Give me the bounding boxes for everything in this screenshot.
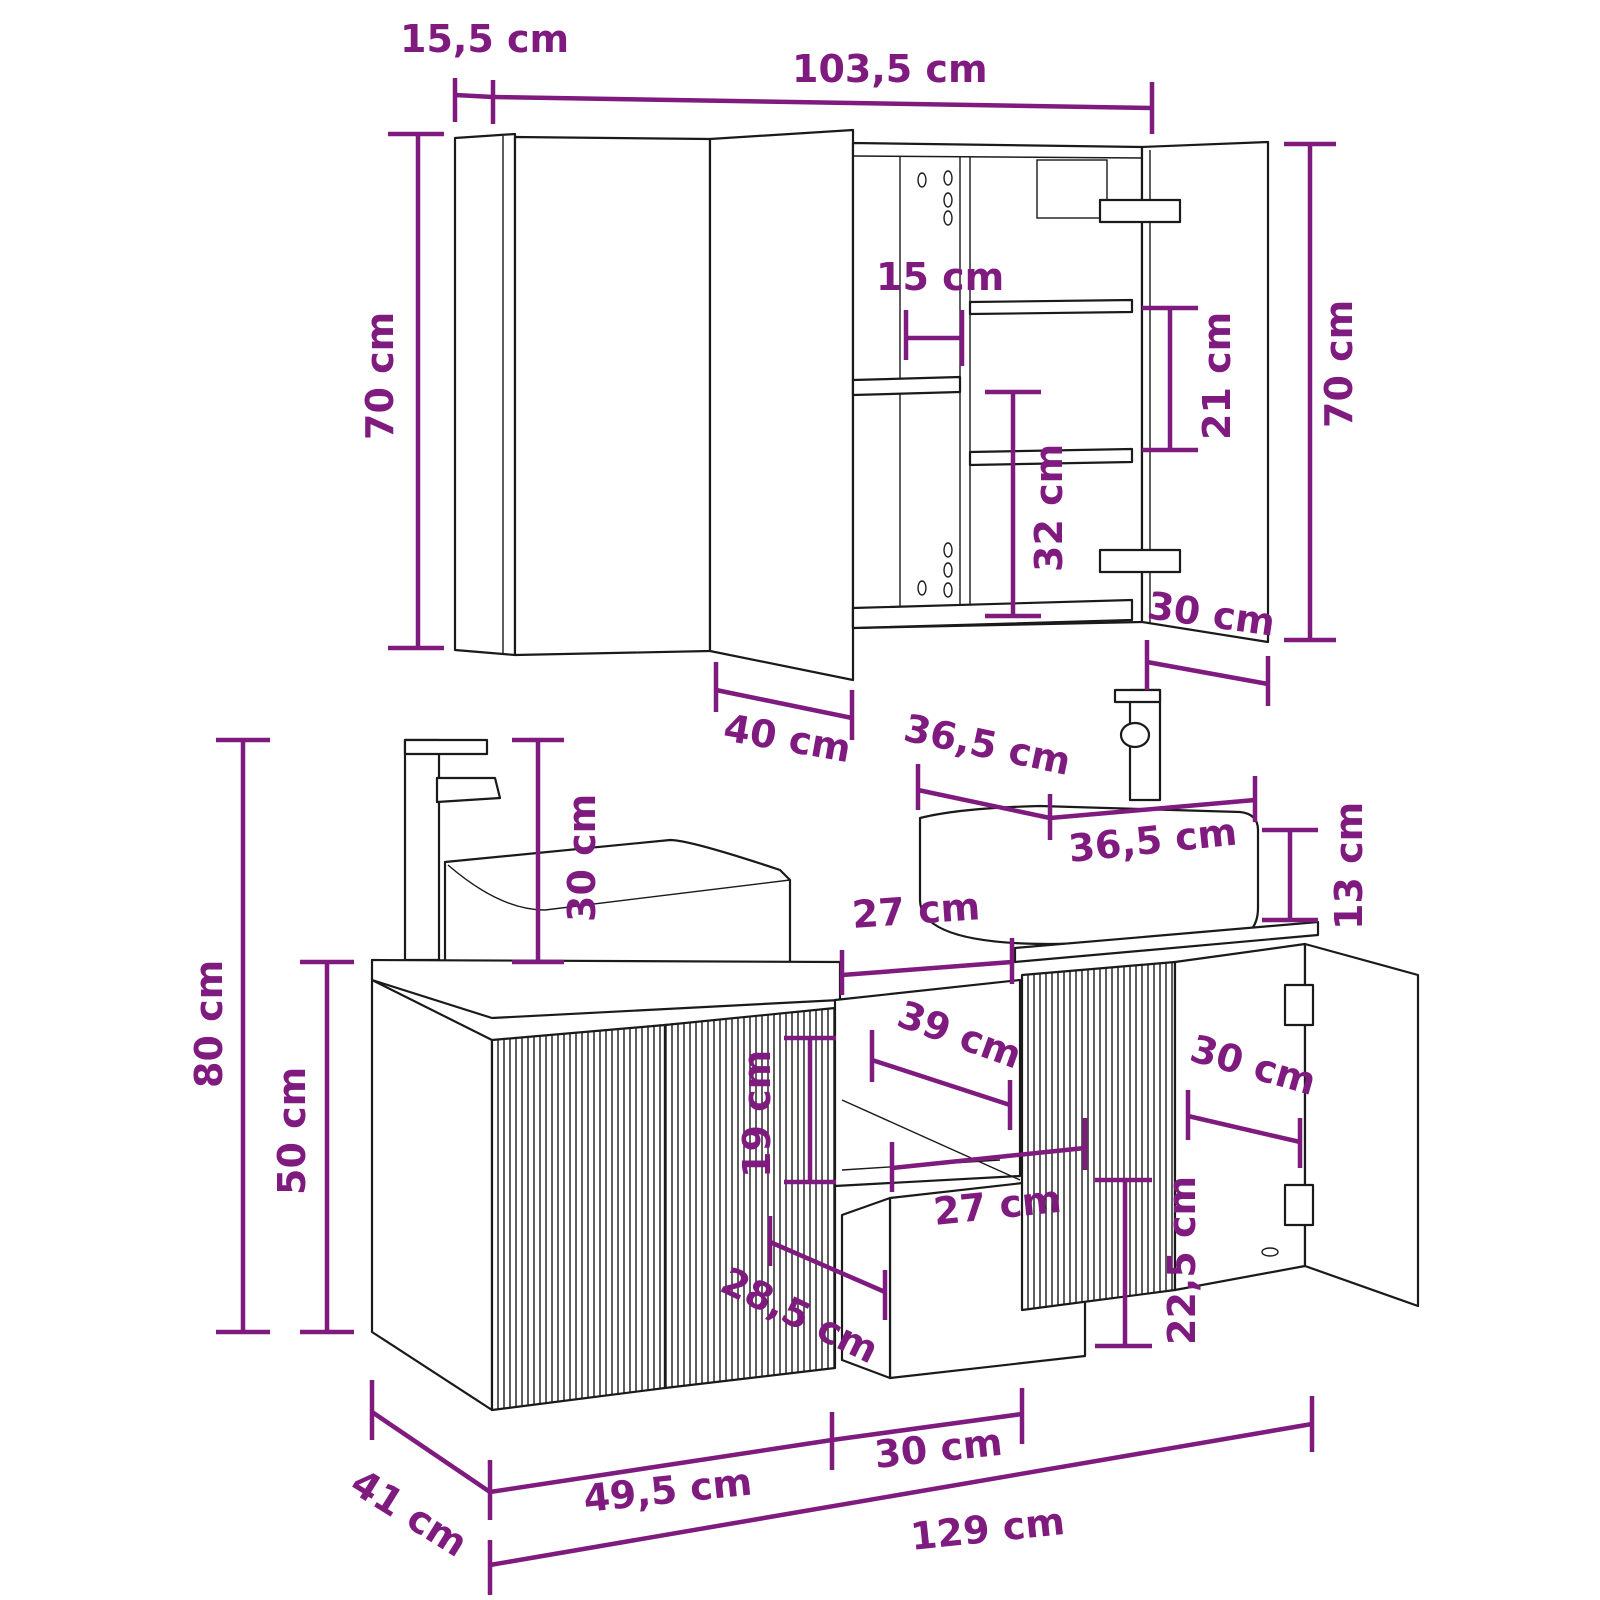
dim-line-drawer-width (889, 1118, 1088, 1192)
dim-line-right-door-width (1185, 1090, 1303, 1168)
dim-line-open-shelf-depth (869, 1030, 1013, 1130)
dim-line-left-section-width (489, 1412, 835, 1495)
dim-line-mirror-shelf-depth (903, 310, 965, 366)
label-mirror-width: 103,5 cm (792, 47, 988, 91)
label-total-width: 129 cm (908, 1499, 1066, 1559)
dim-line-total-height (216, 737, 270, 1335)
dim-line-open-shelf-height (784, 1035, 836, 1185)
label-mirror-lower-compartment: 32 cm (1027, 444, 1071, 572)
mirror-cabinet (453, 128, 1270, 682)
dim-line-mirror-height-left (388, 131, 444, 651)
dim-line-total-width (487, 1396, 1315, 1595)
label-cabinet-height: 50 cm (270, 1067, 314, 1195)
dimension-lines (216, 78, 1336, 1595)
label-faucet-height: 30 cm (560, 794, 604, 922)
label-cabinet-depth: 41 cm (343, 1460, 475, 1565)
label-mirror-upper-compartment: 21 cm (1195, 312, 1239, 440)
label-mirror-depth: 15,5 cm (400, 17, 569, 61)
dim-line-mirror-right-door-width (1144, 640, 1271, 706)
label-middle-section-width: 30 cm (872, 1420, 1004, 1477)
label-open-shelf-width: 27 cm (851, 884, 982, 937)
label-open-shelf-height: 19 cm (735, 1050, 779, 1178)
label-mirror-height-left: 70 cm (358, 312, 402, 440)
dim-line-open-shelf-width (839, 938, 1015, 995)
label-basin-height: 13 cm (1327, 802, 1371, 930)
dim-line-basin-width (1049, 776, 1258, 822)
dim-line-basin-height (1262, 827, 1318, 923)
label-left-section-width: 49,5 cm (581, 1460, 754, 1521)
dim-line-middle-section-width (831, 1388, 1025, 1444)
label-mirror-height-right: 70 cm (1317, 300, 1361, 428)
vanity-unit (370, 688, 1420, 1412)
dim-line-mirror-height-right (1284, 141, 1336, 643)
dim-line-mirror-upper-compartment (1142, 305, 1198, 453)
dim-line-drawer-depth (767, 1216, 888, 1320)
label-total-height: 80 cm (187, 960, 231, 1088)
dim-line-faucet-height (512, 737, 564, 965)
dim-line-cabinet-height (300, 959, 354, 1335)
fluted-door-left (490, 1006, 837, 1412)
dim-line-mirror-width (492, 82, 1155, 134)
dim-line-drawer-height (1095, 1177, 1152, 1349)
dim-line-mirror-depth (452, 78, 496, 124)
dim-line-mirror-lower-compartment (985, 389, 1041, 619)
label-mirror-shelf-depth: 15 cm (876, 255, 1004, 299)
dim-line-mirror-left-door-width (713, 662, 855, 740)
label-drawer-height: 22,5 cm (1160, 1176, 1204, 1345)
label-basin-depth: 36,5 cm (900, 706, 1075, 784)
